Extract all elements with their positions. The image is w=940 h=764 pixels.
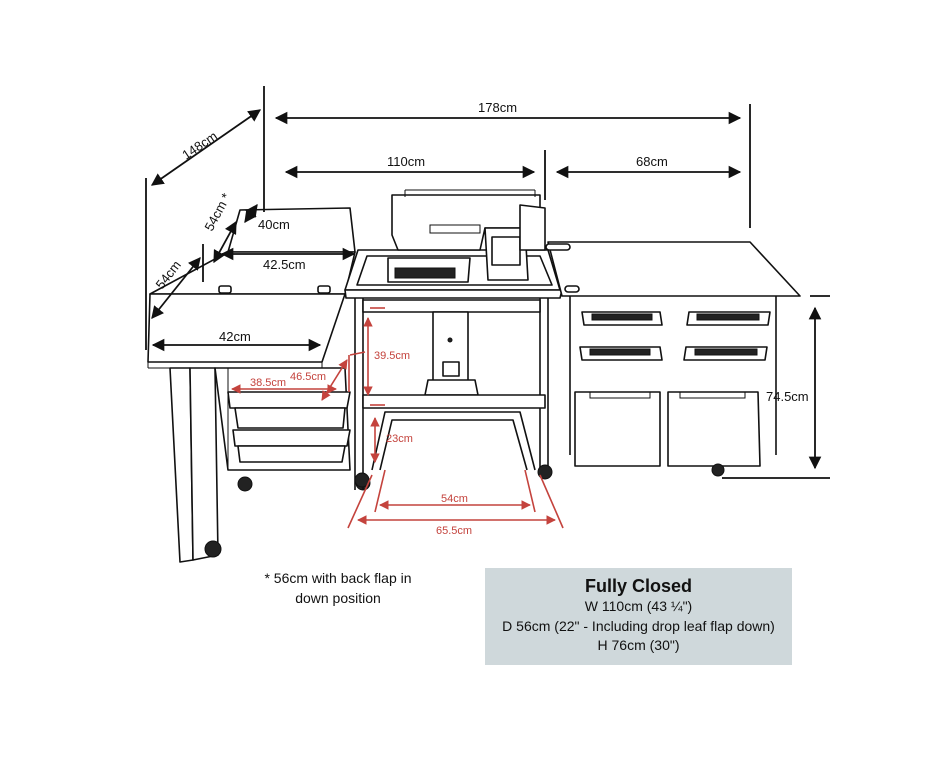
fully-closed-box: Fully Closed W 110cm (43 ¼") D 56cm (22"… [485, 568, 792, 665]
dimension-labels: 178cm 110cm 68cm 148cm 54cm * 54cm 40cm … [153, 100, 809, 537]
red-dimension-lines [231, 307, 564, 529]
label-depth-open: 148cm [179, 128, 220, 162]
cabinet-drawing [147, 189, 801, 563]
label-left-leaf-width: 42cm [219, 329, 251, 344]
label-back-strip: 40cm [258, 217, 290, 232]
label-drawer-depth: 46.5cm [290, 371, 326, 383]
label-right-width: 68cm [636, 154, 668, 169]
label-center-width: 110cm [387, 154, 425, 169]
black-dimension-lines [145, 86, 830, 479]
fully-closed-title: Fully Closed [584, 576, 692, 596]
label-height: 74.5cm [766, 389, 809, 404]
label-total-width: 178cm [478, 100, 517, 115]
label-center-depth: 42.5cm [263, 257, 306, 272]
closed-depth: D 56cm (22" - Including drop leaf flap d… [502, 617, 775, 634]
label-drawer-width: 38.5cm [250, 377, 286, 389]
closed-height: H 76cm (30") [597, 637, 680, 653]
label-back-flap: 54cm * [201, 191, 233, 234]
label-shelf-height: 39.5cm [374, 350, 410, 362]
footnote-text: * 56cm with back flap in down position [264, 570, 412, 606]
closed-width: W 110cm (43 ¼") [584, 598, 693, 614]
label-knee-height: 23cm [386, 433, 413, 445]
label-inner-leg-width: 54cm [441, 493, 468, 505]
label-outer-leg-width: 65.5cm [436, 525, 472, 537]
